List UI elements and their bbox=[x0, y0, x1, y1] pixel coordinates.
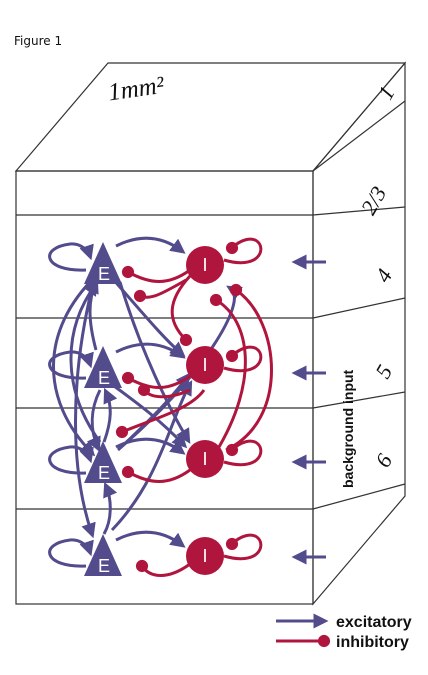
figure-caption: Figure 1 bbox=[14, 34, 63, 48]
e4-to-e6 bbox=[74, 287, 96, 539]
i-self-loop bbox=[223, 439, 263, 467]
i-label-l4: I bbox=[202, 255, 207, 275]
i-population-l5 bbox=[186, 346, 224, 384]
layer-label-4: 4 bbox=[370, 265, 397, 287]
e-self-loop bbox=[48, 242, 94, 272]
i23-to-i4 bbox=[225, 283, 273, 452]
e5-to-e23 bbox=[86, 389, 102, 453]
e-population-l4 bbox=[84, 242, 122, 284]
background-input-label: background input bbox=[340, 369, 356, 488]
e-self-loop bbox=[48, 538, 94, 568]
e6-to-i5 bbox=[110, 380, 193, 532]
legend: excitatory inhibitory bbox=[276, 613, 412, 651]
i-label-l6: I bbox=[202, 546, 207, 566]
column-top-face bbox=[14, 62, 407, 172]
e23-to-e4 bbox=[69, 280, 102, 443]
e-to-i-l4 bbox=[115, 236, 186, 254]
legend-excitatory-label: excitatory bbox=[336, 614, 412, 631]
i-label-l23: I bbox=[202, 449, 207, 469]
side-divider bbox=[312, 100, 406, 172]
e-label-l5: E bbox=[98, 368, 110, 388]
i-population-l4 bbox=[186, 246, 224, 284]
column-box bbox=[14, 61, 407, 606]
i-population-l23 bbox=[186, 440, 224, 478]
i-to-e-l6 bbox=[135, 559, 191, 577]
e4-to-i23 bbox=[118, 281, 191, 444]
e-population-l6 bbox=[84, 534, 122, 576]
side-divider bbox=[312, 297, 406, 319]
excitatory-connections bbox=[48, 236, 243, 568]
i4-to-e5 bbox=[133, 278, 187, 303]
i-self-loop bbox=[223, 533, 263, 561]
e-population-l23 bbox=[84, 441, 122, 483]
e6-to-e23 bbox=[102, 481, 118, 535]
e-label-l23: E bbox=[98, 463, 110, 483]
excitatory-populations bbox=[84, 242, 122, 576]
column-side-face bbox=[312, 61, 406, 606]
i-population-l6 bbox=[186, 537, 224, 575]
background-input-arrows bbox=[291, 254, 326, 565]
side-divider bbox=[312, 391, 406, 409]
i-to-e-l23 bbox=[121, 465, 191, 483]
e-population-l5 bbox=[84, 346, 122, 388]
inhibitory-connections bbox=[115, 237, 273, 577]
i-label-l5: I bbox=[202, 355, 207, 375]
layer-label-5: 5 bbox=[370, 361, 397, 383]
i23-to-e23 bbox=[209, 293, 247, 453]
e-label-l6: E bbox=[98, 556, 110, 576]
i-self-loop bbox=[223, 345, 263, 373]
e23-to-e5 bbox=[102, 387, 118, 443]
e-label-l4: E bbox=[98, 264, 110, 284]
e5-to-i23 bbox=[113, 384, 188, 449]
side-divider bbox=[312, 483, 406, 510]
layer-label-6: 6 bbox=[370, 450, 397, 472]
i5-to-e5 bbox=[137, 383, 191, 399]
e-self-loop bbox=[48, 445, 94, 475]
e-to-i-l6 bbox=[115, 530, 186, 548]
side-divider bbox=[312, 206, 406, 216]
i5-to-e23 bbox=[115, 389, 206, 439]
i-self-loop bbox=[223, 237, 263, 265]
layer-label-2-3: 2/3 bbox=[356, 182, 392, 219]
i-to-e-l5 bbox=[121, 371, 191, 389]
legend-inhibitory-label: inhibitory bbox=[336, 634, 409, 651]
i-to-e-l4 bbox=[121, 265, 191, 283]
inhibitory-populations bbox=[186, 246, 224, 575]
